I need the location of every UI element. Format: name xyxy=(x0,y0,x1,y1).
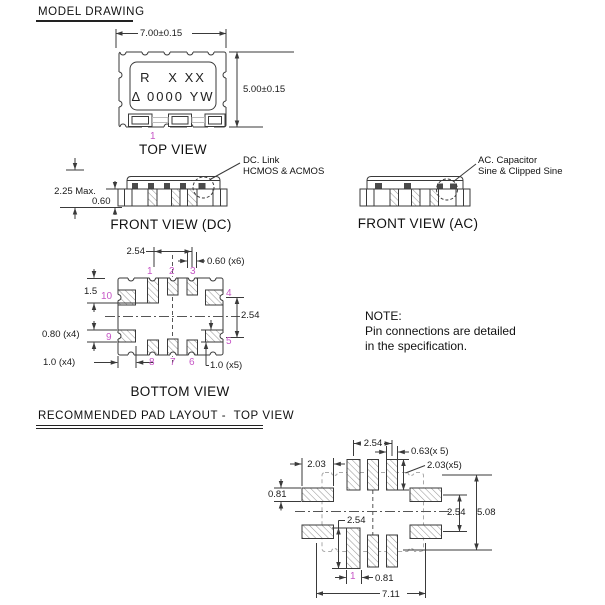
dim-bottom-view-side-pad-height: 0.80 (x4) xyxy=(42,329,80,340)
bottom-view-title: BOTTOM VIEW xyxy=(130,384,230,399)
pad-layout-pads xyxy=(301,459,442,569)
pin-label-10: 10 xyxy=(101,291,113,302)
dim-bottom-view-side-pitch: 2.54 xyxy=(241,310,260,321)
pin1-label-top-view: 1 xyxy=(150,131,156,142)
top-view-marking-area xyxy=(129,61,217,111)
front-view-ac-components xyxy=(375,183,457,189)
front-view-dc-title: FRONT VIEW (DC) xyxy=(110,217,232,232)
pad-layout-outline-notches xyxy=(331,471,415,553)
dim-pad-layout-overall-width: 7.11 xyxy=(382,589,400,600)
pin-label-1: 1 xyxy=(147,266,153,277)
pin-label-3: 3 xyxy=(190,266,196,277)
pin-label-8: 8 xyxy=(149,357,155,368)
top-view-drawing xyxy=(115,29,294,129)
pad-layout-section-title: RECOMMENDED PAD LAYOUT - TOP VIEW xyxy=(38,410,295,422)
sheet-title-underline xyxy=(36,20,133,22)
dim-pad-layout-pad-length: 2.03(x5) xyxy=(427,460,462,471)
note-line2: in the specification. xyxy=(365,339,468,353)
package-marking-line1: R X XX xyxy=(140,70,206,85)
top-view-title: TOP VIEW xyxy=(139,142,207,157)
front-view-ac-title: FRONT VIEW (AC) xyxy=(357,216,479,231)
ac-capacitor-highlight-circle xyxy=(436,178,458,201)
note-line1: Pin connections are detailed xyxy=(365,324,516,338)
dc-link-highlight-circle xyxy=(192,176,215,199)
dim-bottom-view-bottom-pad: 1.0 (x5) xyxy=(210,360,243,371)
dim-bottom-view-pad1-length: 1.5 xyxy=(84,286,98,297)
dc-link-callout-line1: DC. Link xyxy=(243,155,280,166)
pad-layout-title-underline-2 xyxy=(36,427,263,429)
front-view-dc-components xyxy=(132,183,206,189)
pin-label-2: 2 xyxy=(169,266,175,277)
note-heading: NOTE: xyxy=(365,309,402,323)
ac-capacitor-callout-line2: Sine & Clipped Sine xyxy=(478,166,563,177)
pin-label-7: 7 xyxy=(170,357,176,368)
pin1-label-pad-layout: 1 xyxy=(350,571,356,582)
dim-top-view-width: 7.00±0.15 xyxy=(140,28,183,39)
dim-pad-layout-pad-width: 0.63(x 5) xyxy=(411,446,449,457)
dim-pad-layout-side-length: 2.03 xyxy=(306,459,327,470)
pad-layout-drawing xyxy=(274,440,492,598)
dim-pad-layout-overall-height: 5.08 xyxy=(477,507,496,518)
ac-capacitor-callout-line1: AC. Capacitor xyxy=(478,155,538,166)
dc-link-callout-line2: HCMOS & ACMOS xyxy=(243,166,325,177)
dim-pad-layout-side-width: 0.81 xyxy=(268,489,287,500)
dim-pad-layout-right-pitch: 2.54 xyxy=(447,507,466,518)
bottom-view-drawing xyxy=(87,247,244,368)
bottom-view-castellation-notches xyxy=(116,276,225,357)
dim-front-dc-height: 2.25 Max. xyxy=(53,186,97,197)
pin-label-6: 6 xyxy=(189,357,195,368)
top-view-pads xyxy=(128,113,226,127)
front-view-ac-drawing xyxy=(359,163,477,207)
dim-bottom-view-pitch-top: 2.54 xyxy=(126,246,146,257)
dim-pad-layout-pin1-width: 0.81 xyxy=(375,572,394,584)
dim-pad-layout-pin1-length: 2.54 xyxy=(347,515,366,526)
dim-pad-layout-pitch-top: 2.54 xyxy=(362,438,384,449)
dim-top-view-height: 5.00±0.15 xyxy=(243,84,286,95)
pin-label-4: 4 xyxy=(226,288,232,299)
dim-bottom-view-side-pad-width: 1.0 (x4) xyxy=(43,357,76,368)
dim-front-dc-base: 0.60 xyxy=(92,196,111,207)
pad-layout-title-underline-1 xyxy=(36,424,263,426)
pin-label-9: 9 xyxy=(106,332,112,343)
dim-bottom-view-pad-width: 0.60 (x6) xyxy=(207,256,245,267)
pin-label-5: 5 xyxy=(226,336,232,347)
package-marking-line2: Δ 0000 YW xyxy=(131,89,215,104)
sheet-title: MODEL DRAWING xyxy=(38,6,145,18)
front-view-dc-drawing xyxy=(60,158,241,219)
